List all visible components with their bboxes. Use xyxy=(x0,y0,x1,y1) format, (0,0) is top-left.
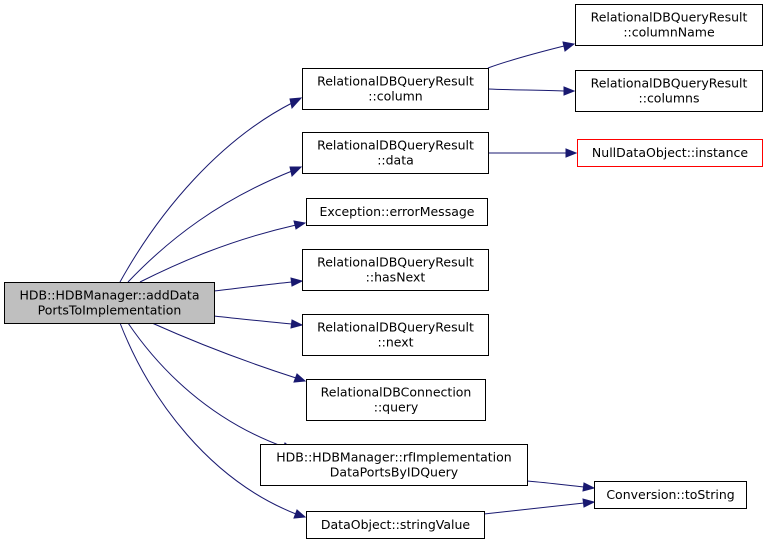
arrow-has-next xyxy=(290,277,304,287)
node-column[interactable]: RelationalDBQueryResult::column xyxy=(302,68,489,110)
node-box-root[interactable] xyxy=(4,282,215,324)
node-box-to-string[interactable] xyxy=(594,481,747,509)
node-box-query[interactable] xyxy=(306,379,486,421)
node-box-data[interactable] xyxy=(302,132,489,174)
node-label-string-value-line-0: DataObject::stringValue xyxy=(321,517,470,532)
arrow-column xyxy=(289,97,303,110)
node-label-next-line-1: ::next xyxy=(377,335,413,350)
node-root[interactable]: HDB::HDBManager::addDataPortsToImplement… xyxy=(4,282,215,324)
edge-root-to-next xyxy=(213,315,293,325)
node-to-string[interactable]: Conversion::toString xyxy=(594,481,747,509)
node-box-column-name[interactable] xyxy=(575,4,763,46)
node-box-error-message[interactable] xyxy=(306,198,488,226)
node-box-string-value[interactable] xyxy=(306,511,485,539)
arrow-column-name xyxy=(562,41,576,52)
arrows-layer xyxy=(281,41,596,519)
node-label-to-string-line-0: Conversion::toString xyxy=(606,487,734,502)
edge-string-value-to-to-string xyxy=(483,502,585,515)
node-next[interactable]: RelationalDBQueryResult::next xyxy=(302,314,489,356)
node-label-column-line-1: ::column xyxy=(368,89,422,104)
node-label-query-line-1: ::query xyxy=(374,400,419,415)
edge-column-to-columns xyxy=(487,88,565,92)
arrow-error-message xyxy=(293,220,307,230)
edge-root-to-data xyxy=(127,170,293,283)
arrow-to-string-from-rf xyxy=(582,482,596,492)
arrow-query xyxy=(293,373,307,383)
node-null-instance[interactable]: NullDataObject::instance xyxy=(577,139,763,167)
node-columns[interactable]: RelationalDBQueryResult::columns xyxy=(575,70,763,112)
node-has-next[interactable]: RelationalDBQueryResult::hasNext xyxy=(302,249,489,291)
node-data[interactable]: RelationalDBQueryResult::data xyxy=(302,132,489,174)
node-box-columns[interactable] xyxy=(575,70,763,112)
node-box-column[interactable] xyxy=(302,68,489,110)
edge-column-to-column-name xyxy=(487,45,565,69)
node-label-error-message-line-0: Exception::errorMessage xyxy=(320,204,475,219)
edge-root-to-string-value xyxy=(119,322,297,515)
edge-root-to-has-next xyxy=(213,281,293,292)
node-label-data-line-1: ::data xyxy=(377,153,414,168)
node-label-columns-line-0: RelationalDBQueryResult xyxy=(591,76,748,91)
node-box-next[interactable] xyxy=(302,314,489,356)
node-label-next-line-0: RelationalDBQueryResult xyxy=(317,320,474,335)
node-label-query-line-0: RelationalDBConnection xyxy=(321,385,472,400)
edges-layer xyxy=(119,45,585,515)
edge-root-to-query xyxy=(151,322,297,379)
node-label-root-line-0: HDB::HDBManager::addData xyxy=(20,288,200,303)
edge-root-to-rf-impl xyxy=(127,322,285,448)
arrow-data xyxy=(289,166,303,177)
node-label-column-name-line-0: RelationalDBQueryResult xyxy=(591,10,748,25)
node-label-column-name-line-1: ::columnName xyxy=(623,25,715,40)
node-label-rf-impl-line-1: DataPortsByIDQuery xyxy=(330,465,459,480)
node-label-column-line-0: RelationalDBQueryResult xyxy=(317,74,474,89)
node-label-rf-impl-line-0: HDB::HDBManager::rfImplementation xyxy=(276,450,511,465)
node-label-data-line-0: RelationalDBQueryResult xyxy=(317,138,474,153)
node-rf-impl[interactable]: HDB::HDBManager::rfImplementationDataPor… xyxy=(260,444,528,486)
node-string-value[interactable]: DataObject::stringValue xyxy=(306,511,485,539)
edge-root-to-column xyxy=(119,102,293,283)
node-box-null-instance[interactable] xyxy=(577,139,763,167)
node-column-name[interactable]: RelationalDBQueryResult::columnName xyxy=(575,4,763,46)
node-label-has-next-line-0: RelationalDBQueryResult xyxy=(317,255,474,270)
node-box-has-next[interactable] xyxy=(302,249,489,291)
nodes-layer: HDB::HDBManager::addDataPortsToImplement… xyxy=(4,4,763,539)
node-query[interactable]: RelationalDBConnection::query xyxy=(306,379,486,421)
arrow-null-instance xyxy=(565,148,578,158)
edge-rf-impl-to-to-string xyxy=(526,480,585,488)
node-label-has-next-line-1: ::hasNext xyxy=(366,270,426,285)
node-box-rf-impl[interactable] xyxy=(260,444,528,486)
node-error-message[interactable]: Exception::errorMessage xyxy=(306,198,488,226)
arrow-next xyxy=(290,319,304,329)
node-label-columns-line-1: ::columns xyxy=(639,91,700,106)
node-label-root-line-1: PortsToImplementation xyxy=(38,303,182,318)
node-label-null-instance-line-0: NullDataObject::instance xyxy=(592,145,748,160)
edge-root-to-error-message xyxy=(139,224,297,283)
arrow-string-value xyxy=(293,509,307,519)
arrow-to-string-from-sv xyxy=(582,498,596,508)
arrow-columns xyxy=(563,86,576,96)
